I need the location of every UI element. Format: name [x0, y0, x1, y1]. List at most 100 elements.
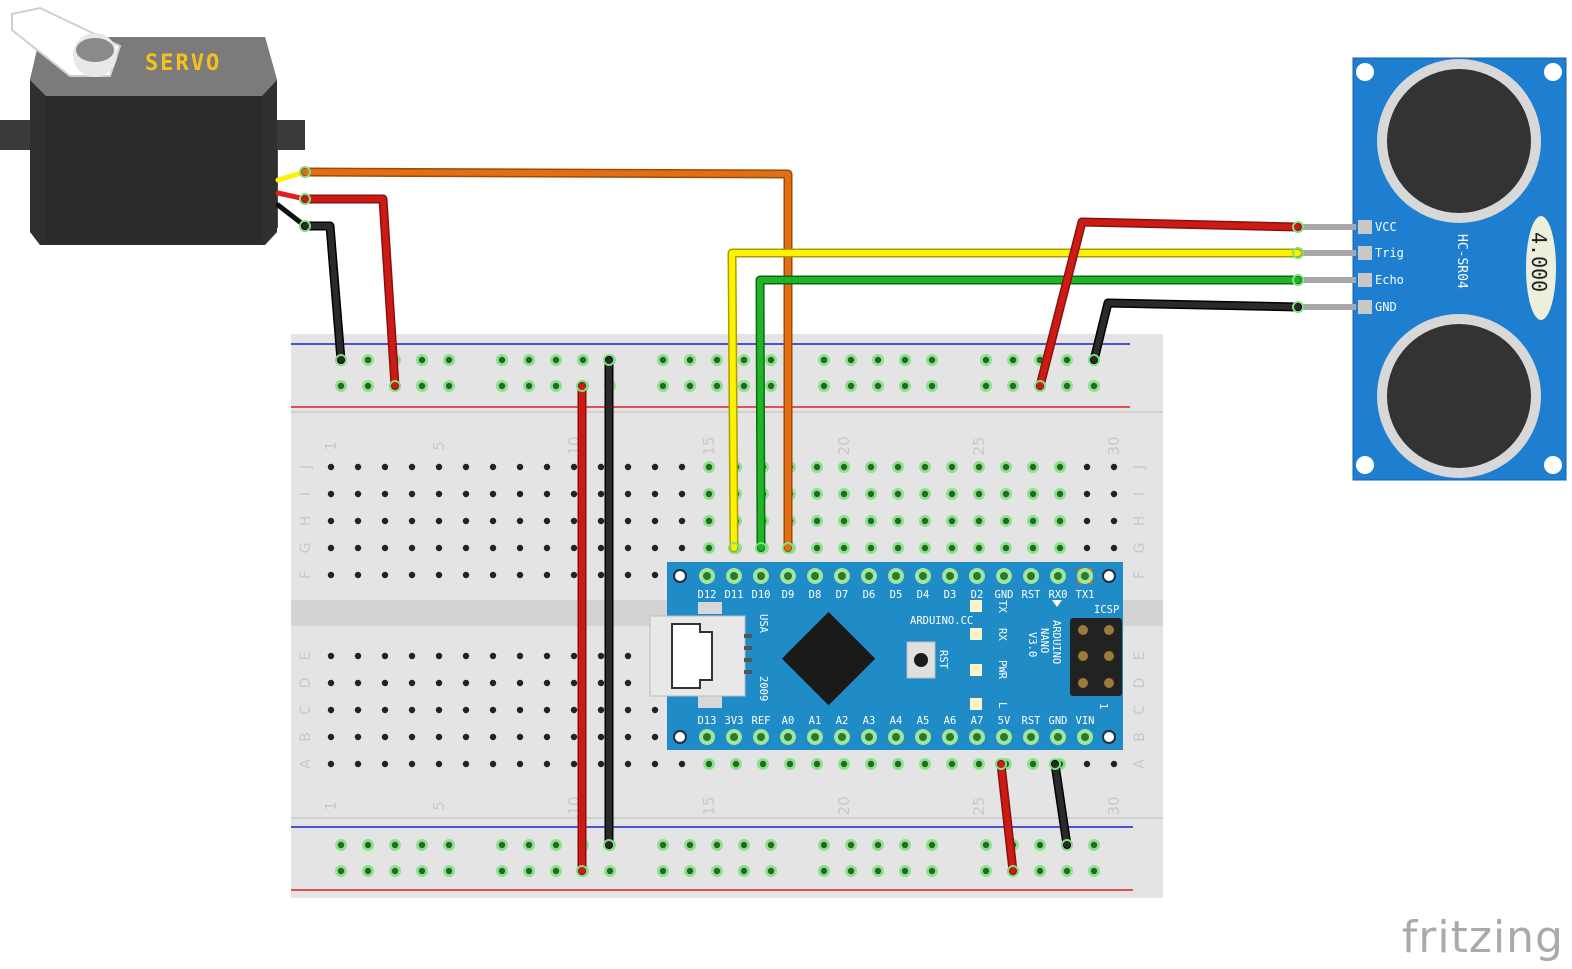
rail-hole[interactable] — [498, 841, 506, 849]
breadboard-hole[interactable] — [381, 517, 389, 525]
breadboard-hole[interactable] — [597, 679, 605, 687]
breadboard-hole[interactable] — [381, 571, 389, 579]
breadboard-hole[interactable] — [651, 733, 659, 741]
breadboard-hole[interactable] — [624, 463, 632, 471]
wire-endpoint[interactable] — [1034, 380, 1046, 392]
wire-endpoint[interactable] — [995, 758, 1007, 770]
breadboard-hole[interactable] — [867, 517, 875, 525]
rail-hole[interactable] — [928, 356, 936, 364]
rail-hole[interactable] — [713, 382, 721, 390]
rail-hole[interactable] — [767, 841, 775, 849]
breadboard-hole[interactable] — [813, 463, 821, 471]
rail-hole[interactable] — [740, 382, 748, 390]
rail-hole[interactable] — [418, 382, 426, 390]
rail-hole[interactable] — [847, 867, 855, 875]
rail-hole[interactable] — [418, 841, 426, 849]
rail-hole[interactable] — [740, 841, 748, 849]
breadboard-hole[interactable] — [597, 652, 605, 660]
rail-hole[interactable] — [874, 382, 882, 390]
rail-hole[interactable] — [364, 841, 372, 849]
rail-hole[interactable] — [1063, 867, 1071, 875]
breadboard-hole[interactable] — [705, 463, 713, 471]
wire-endpoint[interactable] — [603, 839, 615, 851]
rail-hole[interactable] — [874, 867, 882, 875]
breadboard-hole[interactable] — [408, 733, 416, 741]
rail-hole[interactable] — [391, 841, 399, 849]
breadboard-hole[interactable] — [543, 544, 551, 552]
breadboard-hole[interactable] — [1002, 463, 1010, 471]
rail-hole[interactable] — [1090, 841, 1098, 849]
breadboard-hole[interactable] — [516, 571, 524, 579]
rail-hole[interactable] — [1036, 841, 1044, 849]
breadboard-hole[interactable] — [435, 760, 443, 768]
rail-hole[interactable] — [1009, 356, 1017, 364]
breadboard-hole[interactable] — [489, 733, 497, 741]
breadboard-hole[interactable] — [1083, 517, 1091, 525]
sensor-pin[interactable] — [1358, 246, 1372, 260]
breadboard-hole[interactable] — [651, 571, 659, 579]
breadboard-hole[interactable] — [705, 544, 713, 552]
breadboard-hole[interactable] — [381, 760, 389, 768]
breadboard-hole[interactable] — [408, 490, 416, 498]
breadboard-hole[interactable] — [867, 760, 875, 768]
breadboard-hole[interactable] — [327, 679, 335, 687]
breadboard-hole[interactable] — [975, 517, 983, 525]
breadboard-hole[interactable] — [678, 544, 686, 552]
breadboard-hole[interactable] — [840, 544, 848, 552]
breadboard-hole[interactable] — [624, 544, 632, 552]
wire-endpoint[interactable] — [1292, 221, 1304, 233]
breadboard-hole[interactable] — [678, 760, 686, 768]
wire-endpoint[interactable] — [389, 380, 401, 392]
breadboard-hole[interactable] — [435, 733, 443, 741]
breadboard-hole[interactable] — [624, 571, 632, 579]
breadboard-hole[interactable] — [489, 517, 497, 525]
rail-hole[interactable] — [847, 841, 855, 849]
breadboard-hole[interactable] — [948, 544, 956, 552]
breadboard-hole[interactable] — [570, 544, 578, 552]
breadboard-hole[interactable] — [543, 463, 551, 471]
rail-hole[interactable] — [552, 356, 560, 364]
sensor-pin[interactable] — [1358, 300, 1372, 314]
breadboard-hole[interactable] — [651, 463, 659, 471]
breadboard-hole[interactable] — [489, 490, 497, 498]
rail-hole[interactable] — [1090, 382, 1098, 390]
breadboard-hole[interactable] — [1029, 463, 1037, 471]
rail-hole[interactable] — [1063, 382, 1071, 390]
breadboard-hole[interactable] — [570, 679, 578, 687]
breadboard-hole[interactable] — [354, 490, 362, 498]
breadboard-hole[interactable] — [354, 652, 362, 660]
breadboard-hole[interactable] — [354, 463, 362, 471]
rail-hole[interactable] — [445, 356, 453, 364]
rail-hole[interactable] — [498, 867, 506, 875]
breadboard-hole[interactable] — [516, 544, 524, 552]
rail-hole[interactable] — [901, 356, 909, 364]
rail-hole[interactable] — [767, 356, 775, 364]
breadboard-hole[interactable] — [1029, 760, 1037, 768]
breadboard-hole[interactable] — [1083, 760, 1091, 768]
breadboard-hole[interactable] — [975, 463, 983, 471]
breadboard-hole[interactable] — [354, 760, 362, 768]
breadboard-hole[interactable] — [975, 490, 983, 498]
breadboard-hole[interactable] — [543, 706, 551, 714]
breadboard-hole[interactable] — [948, 760, 956, 768]
breadboard-hole[interactable] — [543, 490, 551, 498]
breadboard-hole[interactable] — [624, 706, 632, 714]
breadboard-hole[interactable] — [516, 679, 524, 687]
breadboard-hole[interactable] — [948, 463, 956, 471]
breadboard-hole[interactable] — [894, 463, 902, 471]
breadboard-hole[interactable] — [1029, 544, 1037, 552]
breadboard-hole[interactable] — [408, 679, 416, 687]
breadboard-hole[interactable] — [543, 679, 551, 687]
wire-endpoint[interactable] — [1049, 758, 1061, 770]
breadboard-hole[interactable] — [597, 544, 605, 552]
rail-hole[interactable] — [982, 841, 990, 849]
wire-endpoint[interactable] — [1292, 301, 1304, 313]
rail-hole[interactable] — [364, 867, 372, 875]
breadboard-hole[interactable] — [921, 517, 929, 525]
breadboard-hole[interactable] — [462, 706, 470, 714]
rail-hole[interactable] — [364, 382, 372, 390]
rail-hole[interactable] — [901, 841, 909, 849]
breadboard-hole[interactable] — [381, 733, 389, 741]
wire-endpoint[interactable] — [576, 865, 588, 877]
